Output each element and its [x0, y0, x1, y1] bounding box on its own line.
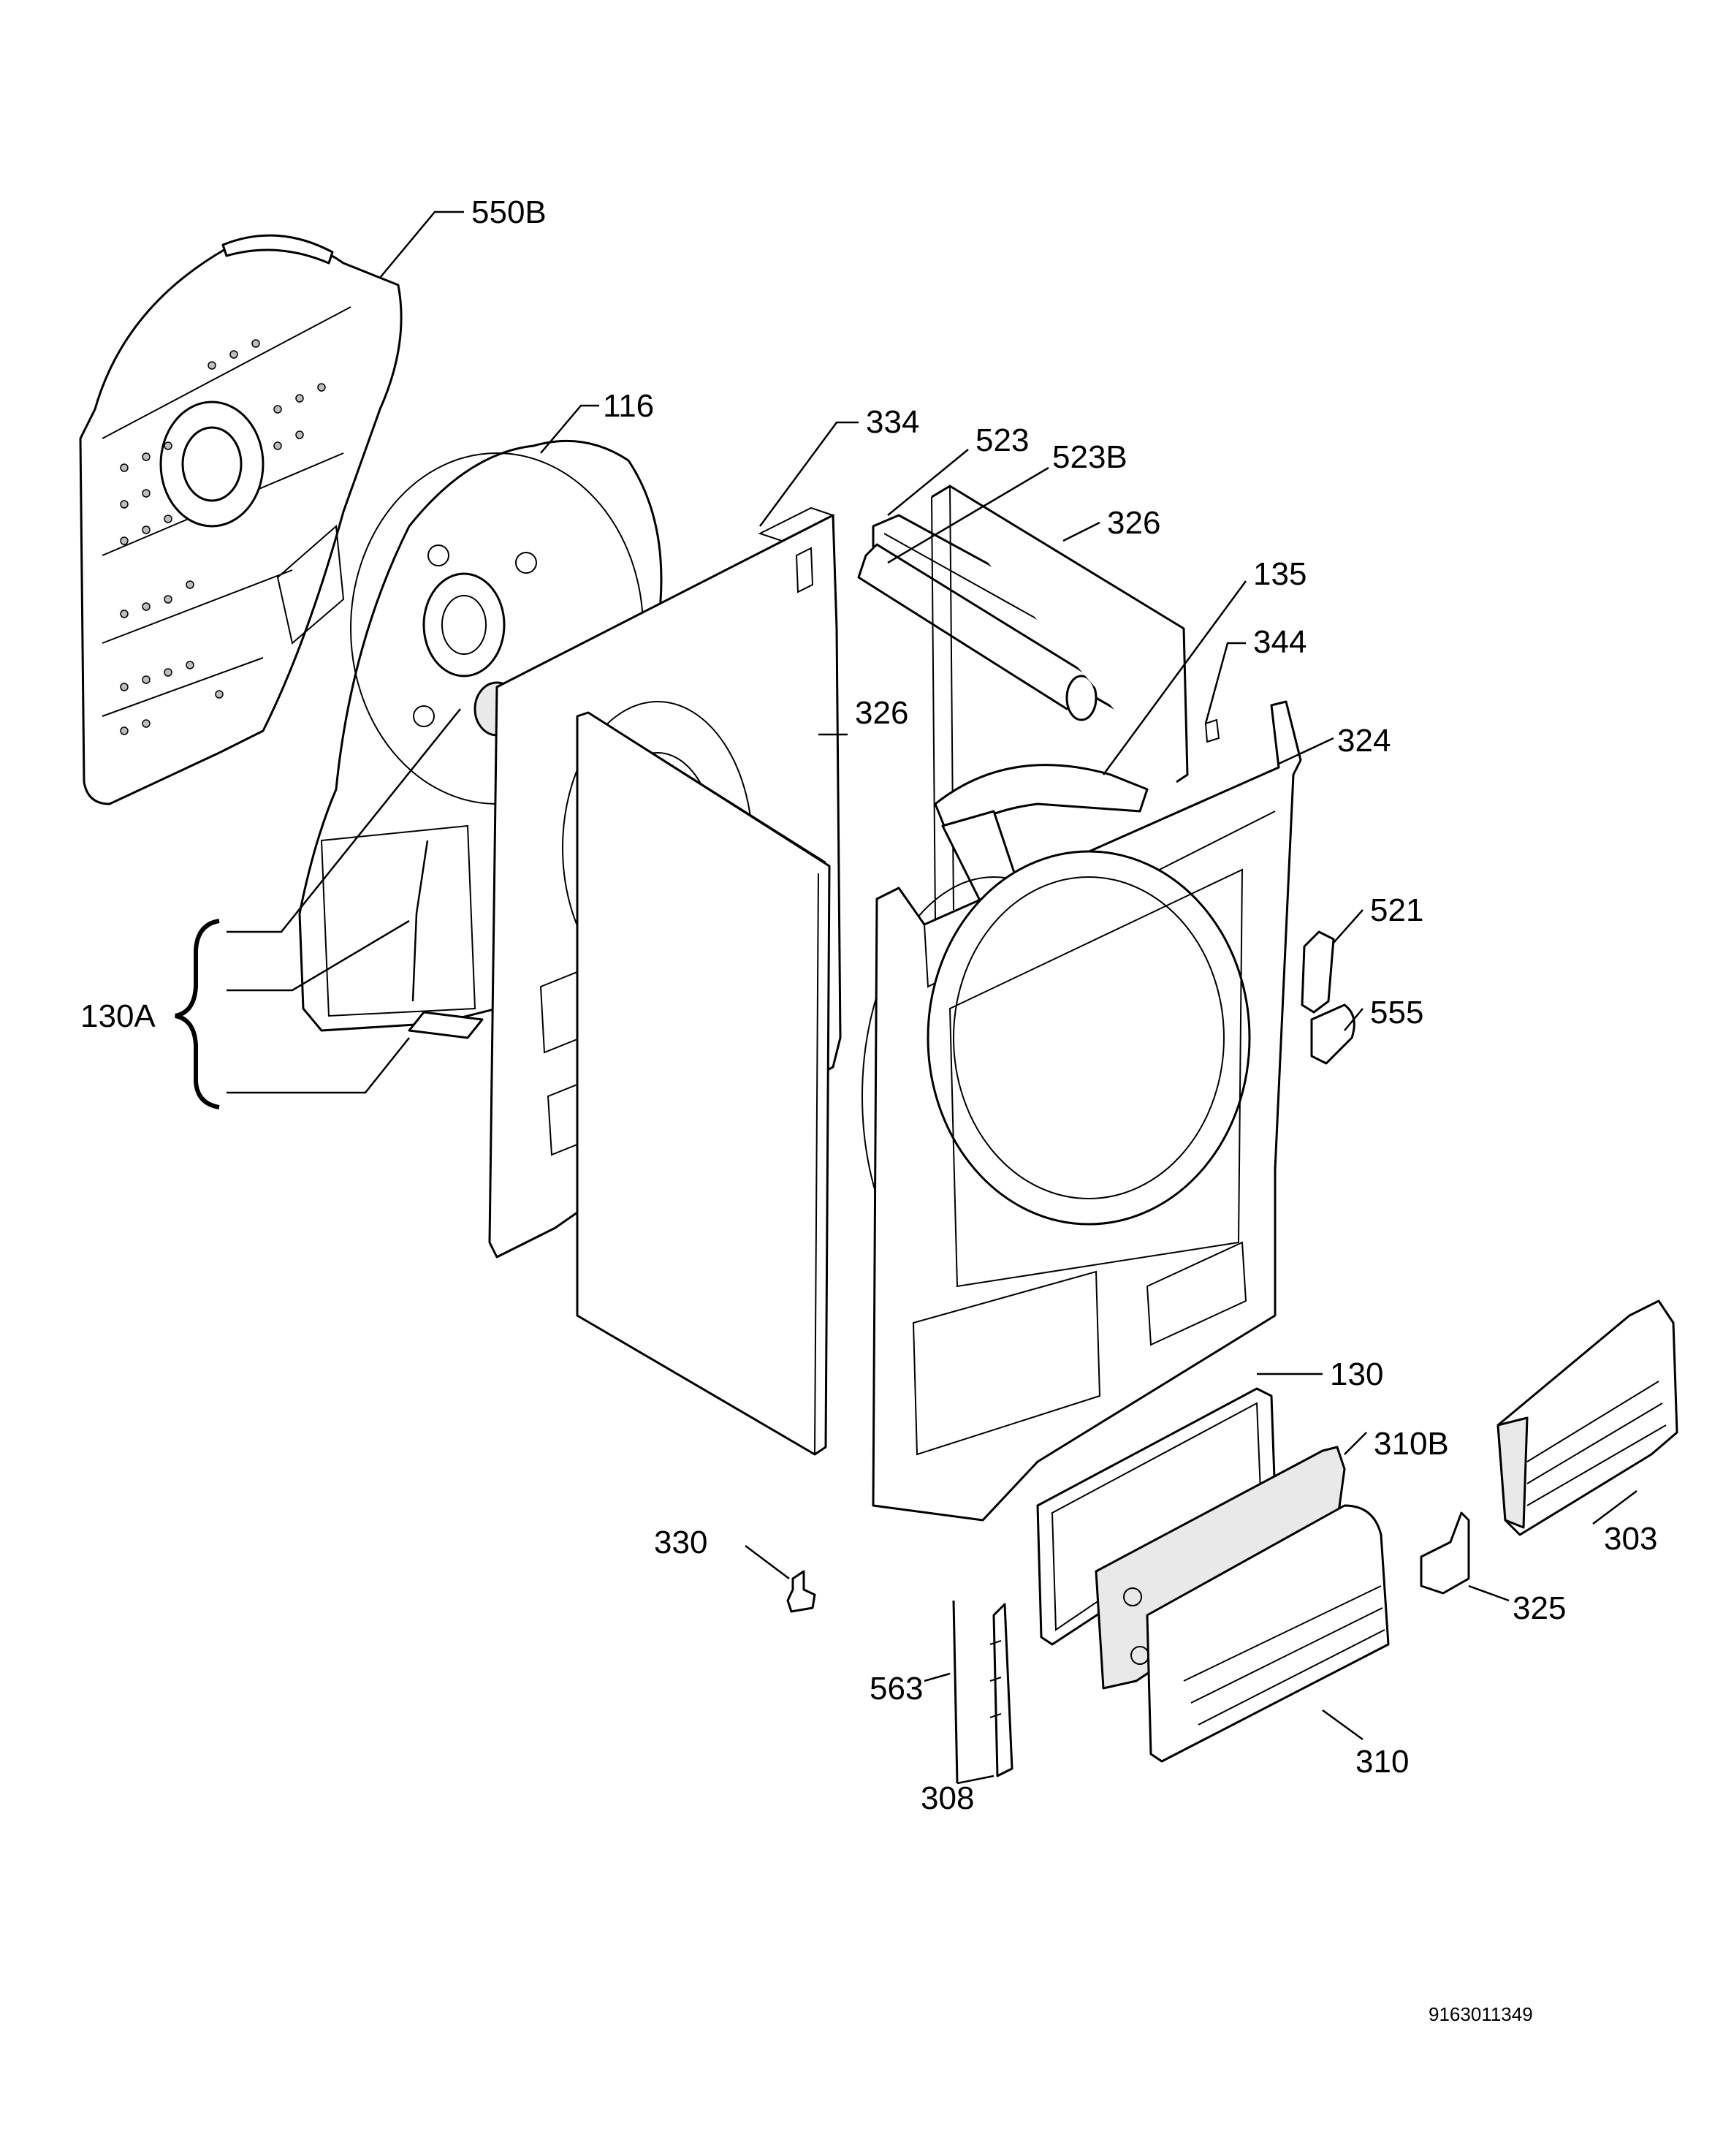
document-code: 9163011349 [1429, 2003, 1533, 2025]
callout-130: 130 [1330, 1356, 1383, 1392]
callout-324: 324 [1337, 723, 1391, 759]
callout-130A: 130A [80, 998, 156, 1034]
callout-310: 310 [1355, 1744, 1409, 1780]
part-310-control-panel [1146, 1504, 1390, 1763]
callout-550B: 550B [471, 194, 547, 230]
part-550B-rear-panel [79, 234, 403, 805]
callout-308: 308 [921, 1780, 974, 1816]
part-325-bracket [1420, 1511, 1470, 1595]
callout-523B: 523B [1052, 439, 1127, 475]
part-303-dispenser-cover [1496, 1299, 1678, 1536]
part-308-strip [989, 1603, 1013, 1777]
callout-326-side: 326 [855, 695, 908, 731]
callout-303: 303 [1604, 1521, 1657, 1557]
callout-310B: 310B [1374, 1426, 1449, 1462]
callout-326-top: 326 [1107, 505, 1160, 541]
part-324-front-frame [872, 700, 1302, 1522]
callout-330: 330 [654, 1525, 707, 1560]
callout-555: 555 [1370, 995, 1423, 1030]
part-330-foot [786, 1570, 816, 1613]
callout-116: 116 [603, 388, 654, 424]
part-523B-bar [857, 543, 1098, 721]
part-555-knob-cap [1310, 1003, 1355, 1065]
callout-325: 325 [1513, 1590, 1566, 1626]
part-326-side-cover [576, 711, 831, 1456]
callout-523: 523 [975, 422, 1029, 458]
callout-563: 563 [870, 1671, 923, 1707]
callout-334: 334 [866, 404, 919, 440]
leader-lines [227, 210, 1638, 1785]
part-563-rod [952, 1600, 959, 1784]
brace-130A [175, 919, 220, 1109]
callout-344: 344 [1253, 624, 1306, 660]
callout-135: 135 [1253, 556, 1306, 592]
callout-521: 521 [1370, 892, 1423, 928]
part-521-cover-cap [1301, 930, 1335, 1014]
